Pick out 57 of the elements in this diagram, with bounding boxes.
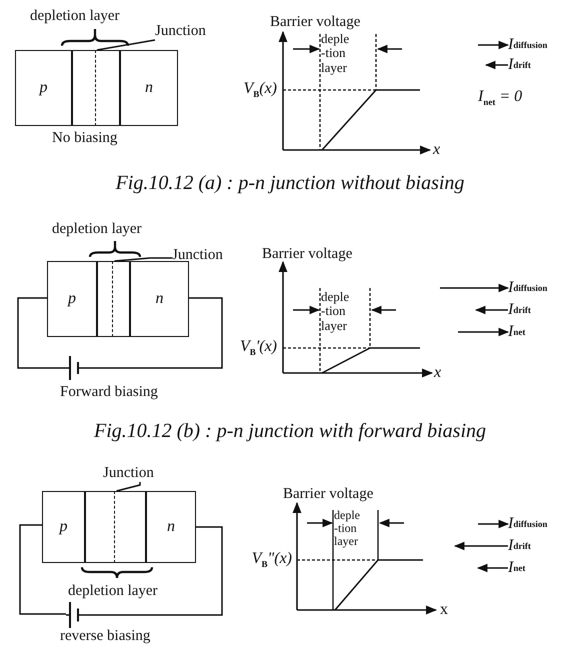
wire bbox=[82, 526, 223, 616]
current-label: I$_{net}$ = 0 bbox=[478, 88, 522, 108]
region-label: p bbox=[40, 79, 48, 97]
annotation: depletion layer bbox=[68, 583, 158, 600]
semiconductor-region bbox=[130, 261, 189, 337]
annotation: Forward biasing bbox=[60, 384, 158, 400]
current-arrow bbox=[476, 564, 508, 572]
wire bbox=[82, 297, 223, 369]
annotation: reverse biasing bbox=[60, 628, 150, 644]
region-label: p bbox=[68, 290, 76, 308]
annotation: deple -tion layer bbox=[321, 32, 350, 75]
junction-line bbox=[112, 260, 114, 336]
semiconductor-region bbox=[47, 261, 97, 337]
axis-label: V$_{B}$"(x) bbox=[252, 550, 292, 570]
current-arrow bbox=[478, 40, 510, 50]
current-arrow bbox=[474, 306, 508, 314]
region-label: n bbox=[167, 518, 175, 536]
axis-title: Barrier voltage bbox=[283, 486, 374, 502]
wire bbox=[19, 524, 66, 615]
annotation: depletion layer bbox=[30, 8, 120, 24]
annotation: depletion layer bbox=[52, 221, 142, 238]
leader-line bbox=[96, 39, 156, 51]
wire bbox=[17, 297, 66, 369]
junction-label: Junction bbox=[172, 246, 234, 264]
leader-line bbox=[114, 257, 172, 262]
leader-line bbox=[116, 482, 141, 492]
depletion-region bbox=[72, 50, 120, 126]
axis-label: V$_{B}$'(x) bbox=[240, 338, 277, 358]
axis-title: Barrier voltage bbox=[270, 14, 360, 30]
region-label: p bbox=[60, 518, 68, 536]
axis-title: Barrier voltage bbox=[262, 246, 352, 262]
junction-line bbox=[94, 50, 96, 126]
depletion-region bbox=[97, 261, 130, 337]
semiconductor-region bbox=[120, 50, 178, 126]
annotation: deple -tion layer bbox=[334, 509, 361, 549]
axis-label: x bbox=[440, 601, 448, 619]
current-arrow bbox=[484, 60, 508, 70]
caption: Fig.10.12 (b) : p-n junction with forward biasing bbox=[94, 420, 486, 442]
junction-line bbox=[114, 490, 116, 562]
annotation: No biasing bbox=[52, 130, 118, 146]
current-arrow bbox=[458, 328, 510, 336]
caption: Fig.10.12 (a) : p-n junction without biasing bbox=[116, 172, 464, 194]
current-arrow bbox=[478, 520, 510, 528]
current-arrow bbox=[440, 284, 510, 292]
axis-label: V$_{B}$(x) bbox=[243, 80, 277, 100]
depletion-region bbox=[85, 491, 146, 563]
semiconductor-region bbox=[15, 50, 72, 126]
junction-label: Junction bbox=[103, 464, 165, 482]
region-label: n bbox=[156, 290, 164, 308]
current-arrow bbox=[454, 542, 508, 550]
semiconductor-region bbox=[146, 491, 196, 563]
semiconductor-region bbox=[42, 491, 85, 563]
region-label: n bbox=[145, 79, 153, 97]
axis-label: x bbox=[434, 364, 442, 382]
axis-label: x bbox=[433, 141, 440, 159]
junction-label: Junction bbox=[155, 22, 217, 40]
annotation: deple -tion layer bbox=[321, 290, 350, 333]
